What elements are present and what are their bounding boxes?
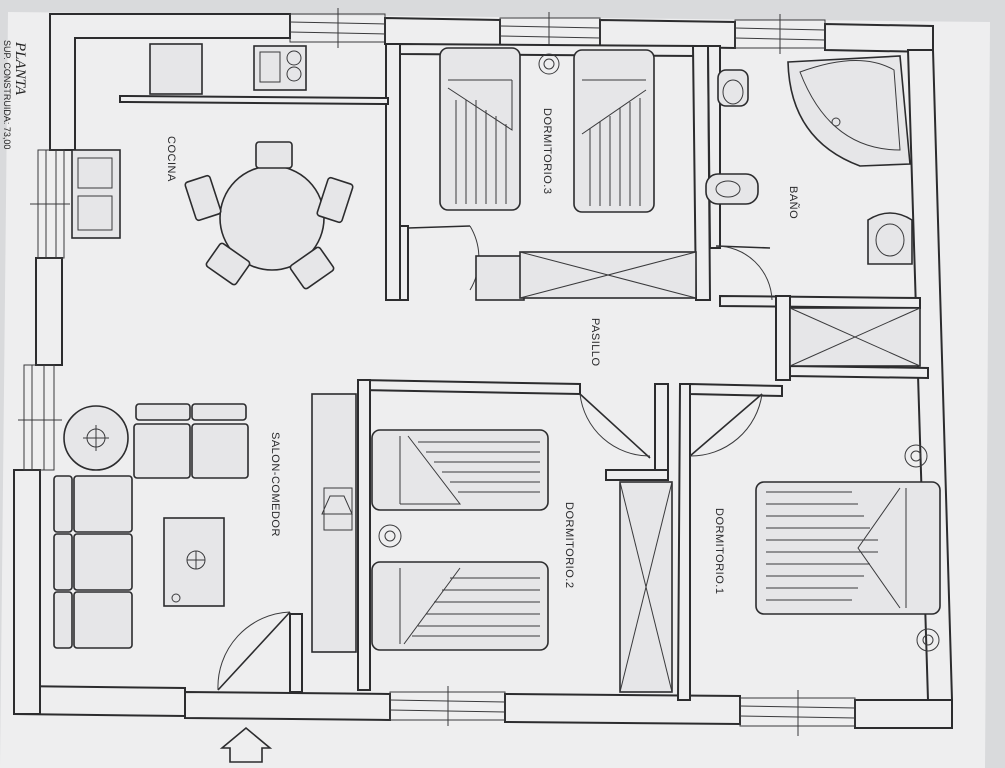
living-dining-furniture	[53, 393, 357, 653]
windows	[18, 8, 856, 736]
kitchen-fixtures	[71, 43, 354, 290]
plan-title: PLANTA	[12, 41, 28, 96]
room-label-dormitorio-2: DORMITORIO.2	[563, 502, 575, 588]
room-label-cocina: COCINA	[165, 136, 177, 182]
room-label-pasillo: PASILLO	[589, 318, 601, 367]
room-label-dormitorio-1: DORMITORIO.1	[713, 508, 725, 594]
bedroom-2-furniture	[371, 429, 673, 693]
room-label-bano: BAÑO	[787, 186, 800, 219]
room-label-salon-comedor: SALON-COMEDOR	[269, 432, 281, 537]
door-swings	[217, 225, 773, 691]
entrance-arrow-icon	[219, 726, 273, 763]
plan-subtitle: SUP. CONSTRUIDA: 73,00	[2, 40, 12, 149]
bedroom-1-furniture	[755, 444, 941, 652]
bedroom-3-furniture	[439, 47, 697, 301]
bathroom-fixtures	[705, 55, 921, 367]
room-label-dormitorio-3: DORMITORIO.3	[541, 108, 553, 194]
